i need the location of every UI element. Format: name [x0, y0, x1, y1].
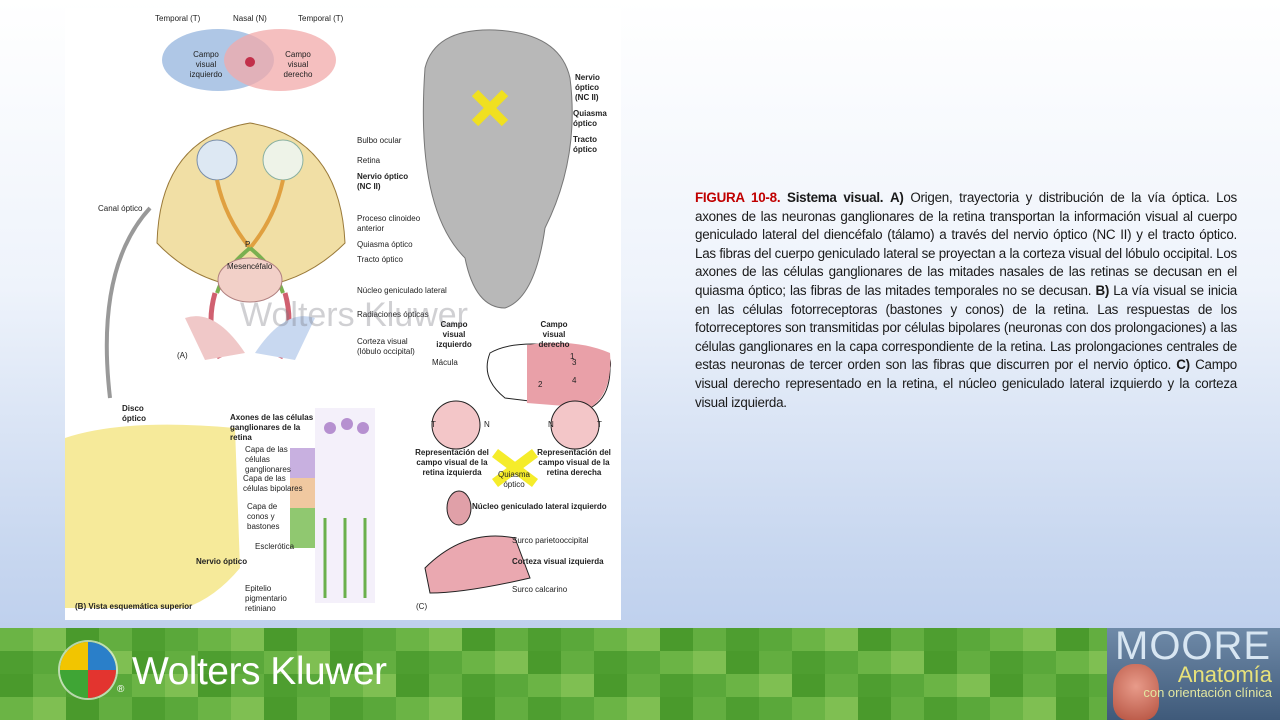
- macula-dot: [245, 57, 255, 67]
- label-nucleo-geniculado: Núcleo geniculado lateral: [357, 286, 447, 295]
- brain-label-tracto: Tracto óptico: [573, 135, 598, 154]
- caption-c-text: Campo visual derecho representado en la …: [695, 357, 1237, 410]
- book-subtitle-1: Anatomía: [1177, 662, 1272, 687]
- arrow-to-b: [104, 206, 152, 399]
- left-occipital: [185, 316, 245, 360]
- label-tracto-optico: Tracto óptico: [357, 255, 403, 264]
- label-capa-bipolares: Capa de las células bipolares: [243, 474, 303, 493]
- caption-c-tag: C): [1176, 357, 1190, 373]
- label-t-left: T: [431, 420, 436, 429]
- caption-b-tag: B): [1095, 282, 1110, 298]
- book-subtitle-2: con orientación clínica: [1143, 685, 1272, 700]
- label-epitelio: Epitelio pigmentario retiniano: [245, 584, 287, 613]
- right-visual-field: [224, 29, 336, 91]
- chiasm-diagram: [492, 449, 538, 487]
- label-t-right: T: [597, 420, 602, 429]
- brand-name: Wolters Kluwer: [132, 650, 387, 693]
- wolters-kluwer-logo-icon: [60, 642, 116, 698]
- right-eyeball: [262, 139, 304, 181]
- label-repr-der: Representación del campo visual de la re…: [537, 448, 611, 477]
- label-esclerotica: Esclerótica: [255, 542, 295, 551]
- num-4: 4: [572, 376, 577, 385]
- label-repr-izq: Representación del campo visual de la re…: [415, 448, 489, 477]
- label-capa-ganglionares: Capa de las células ganglionares: [245, 445, 291, 474]
- cortex-diagram: [424, 535, 531, 594]
- label-p: P: [245, 240, 251, 249]
- caption-a-text: Origen, trayectoria y distribución de la…: [695, 190, 1237, 298]
- right-visual-field-label: Campo visual derecho: [283, 50, 313, 79]
- brain-photo: [422, 29, 573, 309]
- panel-c-tag: (C): [416, 602, 428, 611]
- label-quiasma-c: Quiasma óptico: [497, 470, 530, 489]
- left-retina-diagram: [431, 400, 481, 450]
- num-2: 2: [538, 380, 543, 389]
- field-label-nasal: Nasal (N): [233, 14, 267, 23]
- anatomy-face-icon: [1113, 664, 1159, 720]
- watermark: Wolters Kluwer: [240, 296, 468, 334]
- caption-a-tag: A): [889, 190, 904, 205]
- label-campo-izq: Campo visual izquierdo: [436, 320, 472, 349]
- label-mesencefalo: Mesencéfalo: [227, 262, 273, 271]
- label-surco-po: Surco parietooccipital: [512, 536, 589, 545]
- caption-title: Sistema visual.: [787, 190, 884, 205]
- label-n-left: N: [484, 420, 490, 429]
- chiasm-highlight: [471, 89, 509, 127]
- label-proceso-clinoideo: Proceso clinoideo anterior: [357, 214, 421, 233]
- label-n-right: N: [548, 420, 554, 429]
- label-campo-der: Campo visual derecho: [538, 320, 570, 349]
- label-retina: Retina: [357, 156, 381, 165]
- book-cover: MOORE Anatomía con orientación clínica: [1107, 624, 1280, 720]
- footer-bar: ® Wolters Kluwer MOORE Anatomía con orie…: [0, 624, 1280, 720]
- label-nervio-optico: Nervio óptico (NC II): [357, 172, 409, 191]
- left-eyeball: [196, 139, 238, 181]
- label-axones: Axones de las células ganglionares de la…: [230, 413, 314, 442]
- label-corteza-visual: Corteza visual (lóbulo occipital): [357, 337, 415, 356]
- panel-a-tag: (A): [177, 351, 188, 360]
- panel-b-tag: (B) Vista esquemática superior: [75, 602, 193, 611]
- right-retina-diagram: [550, 400, 600, 450]
- book-title: MOORE: [1115, 624, 1272, 668]
- label-canal-optico: Canal óptico: [98, 204, 143, 213]
- checker-pattern: [0, 628, 1107, 720]
- figure-10-8: Temporal (T) Nasal (N) Temporal (T) Camp…: [65, 8, 621, 620]
- label-radiaciones-opticas: Radiaciones ópticas: [357, 310, 429, 319]
- registered-mark: ®: [117, 684, 125, 695]
- label-corteza-izq: Corteza visual izquierda: [512, 557, 604, 566]
- figure-artwork: [65, 29, 612, 608]
- label-disco-optico: Disco óptico: [122, 404, 146, 423]
- label-quiasma-optico: Quiasma óptico: [357, 240, 413, 249]
- field-label-temporal-right: Temporal (T): [298, 14, 344, 23]
- label-bulbo-ocular: Bulbo ocular: [357, 136, 402, 145]
- label-nucleo-izq: Núcleo geniculado lateral izquierdo: [472, 502, 607, 511]
- right-field-shade: [527, 342, 611, 408]
- field-label-temporal-left: Temporal (T): [155, 14, 201, 23]
- lgn-diagram: [446, 490, 472, 526]
- midbrain: [217, 257, 283, 303]
- num-3: 3: [572, 358, 577, 367]
- retina-section: [65, 424, 240, 608]
- caption-b-text: La vía visual se inicia en las células f…: [695, 282, 1237, 373]
- left-visual-field-label: Campo visual izquierdo: [189, 50, 223, 79]
- num-1: 1: [570, 352, 575, 361]
- label-capa-conos: Capa de conos y bastones: [247, 502, 280, 531]
- label-surco-calc: Surco calcarino: [512, 585, 568, 594]
- caption-figure-number: FIGURA 10-8.: [695, 190, 781, 205]
- right-occipital: [255, 316, 315, 360]
- brain-label-quiasma: Quiasma óptico: [573, 109, 607, 128]
- label-macula: Mácula: [432, 358, 458, 367]
- label-nervio-optico-b: Nervio óptico: [196, 557, 248, 566]
- figure-caption: FIGURA 10-8. Sistema visual. A) Origen, …: [695, 189, 1237, 412]
- brain-label-nervio: Nervio óptico (NC II): [575, 73, 600, 102]
